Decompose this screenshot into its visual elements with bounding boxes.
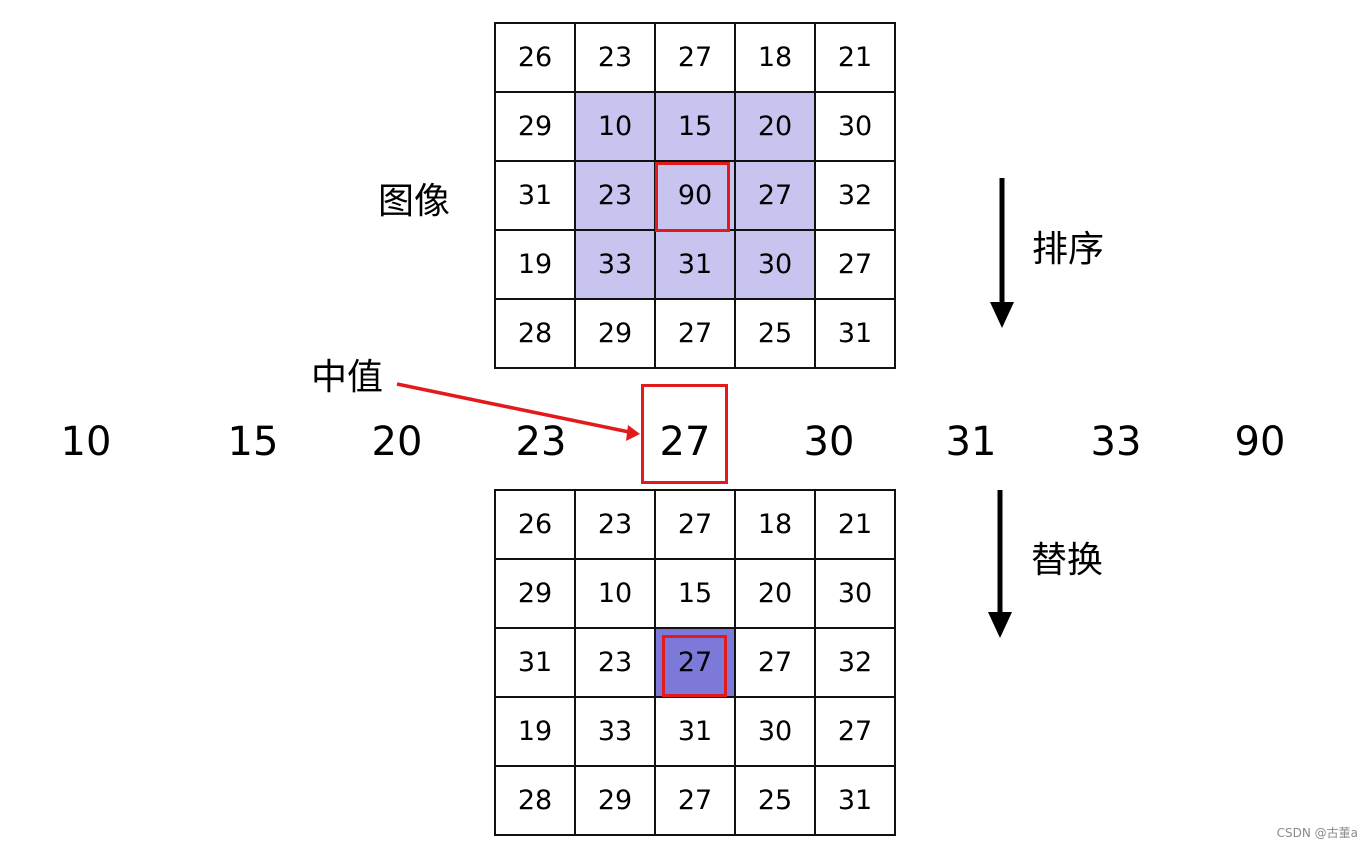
sorted-value: 30 xyxy=(803,419,855,465)
grid-cell: 29 xyxy=(576,300,656,369)
grid-cell: 31 xyxy=(496,629,576,698)
grid-cell: 27 xyxy=(736,629,816,698)
grid-cell: 27 xyxy=(656,629,736,698)
grid-cell: 23 xyxy=(576,629,656,698)
replace-arrow xyxy=(988,490,1012,638)
sorted-value: 15 xyxy=(227,419,279,465)
median-pointer-arrow xyxy=(396,382,640,441)
grid-cell: 15 xyxy=(656,93,736,162)
watermark: CSDN @古董a xyxy=(1276,826,1358,840)
grid-cell: 15 xyxy=(656,560,736,629)
median-label: 中值 xyxy=(311,357,384,398)
grid-cell: 19 xyxy=(496,231,576,300)
grid-cell: 20 xyxy=(736,560,816,629)
grid-cell: 30 xyxy=(816,93,896,162)
grid-cell: 31 xyxy=(496,162,576,231)
sorted-value: 23 xyxy=(515,419,567,465)
grid-cell: 29 xyxy=(496,93,576,162)
grid-cell: 31 xyxy=(656,231,736,300)
grid-cell: 32 xyxy=(816,629,896,698)
grid-cell: 20 xyxy=(736,93,816,162)
grid-cell: 25 xyxy=(736,300,816,369)
grid-cell: 31 xyxy=(816,300,896,369)
grid-cell: 23 xyxy=(576,24,656,93)
grid-cell: 21 xyxy=(816,24,896,93)
grid-cell: 31 xyxy=(816,767,896,836)
grid-cell: 25 xyxy=(736,767,816,836)
grid-cell: 27 xyxy=(736,162,816,231)
grid-cell: 27 xyxy=(656,24,736,93)
grid-cell: 33 xyxy=(576,698,656,767)
sorted-value: 10 xyxy=(60,419,112,465)
grid-cell: 10 xyxy=(576,560,656,629)
grid-cell: 31 xyxy=(656,698,736,767)
grid-cell: 30 xyxy=(736,698,816,767)
grid-cell: 27 xyxy=(656,491,736,560)
sorted-value: 90 xyxy=(1234,419,1286,465)
grid-cell: 23 xyxy=(576,162,656,231)
grid-cell: 28 xyxy=(496,767,576,836)
image-label: 图像 xyxy=(378,181,451,222)
grid-cell: 21 xyxy=(816,491,896,560)
sort-arrow xyxy=(990,178,1014,328)
grid-cell: 33 xyxy=(576,231,656,300)
replace-label: 替换 xyxy=(1031,540,1104,581)
grid-cell: 23 xyxy=(576,491,656,560)
grid-cell: 26 xyxy=(496,491,576,560)
grid-cell: 27 xyxy=(656,767,736,836)
grid-cell: 29 xyxy=(496,560,576,629)
median-value: 27 xyxy=(659,419,711,465)
sorted-value: 33 xyxy=(1090,419,1142,465)
grid-cell: 18 xyxy=(736,491,816,560)
grid-cell: 27 xyxy=(816,231,896,300)
grid-cell: 26 xyxy=(496,24,576,93)
grid-cell: 30 xyxy=(816,560,896,629)
sorted-values-row: 10 15 20 23 27 30 31 33 90 xyxy=(0,412,1372,472)
grid-cell: 19 xyxy=(496,698,576,767)
sorted-value: 31 xyxy=(945,419,997,465)
grid-cell: 18 xyxy=(736,24,816,93)
grid-cell: 32 xyxy=(816,162,896,231)
grid-cell: 10 xyxy=(576,93,656,162)
sorted-value: 20 xyxy=(371,419,423,465)
grid-cell: 27 xyxy=(816,698,896,767)
grid-cell: 28 xyxy=(496,300,576,369)
sort-label: 排序 xyxy=(1032,229,1105,270)
grid-cell: 27 xyxy=(656,300,736,369)
grid-cell: 29 xyxy=(576,767,656,836)
grid-cell: 30 xyxy=(736,231,816,300)
